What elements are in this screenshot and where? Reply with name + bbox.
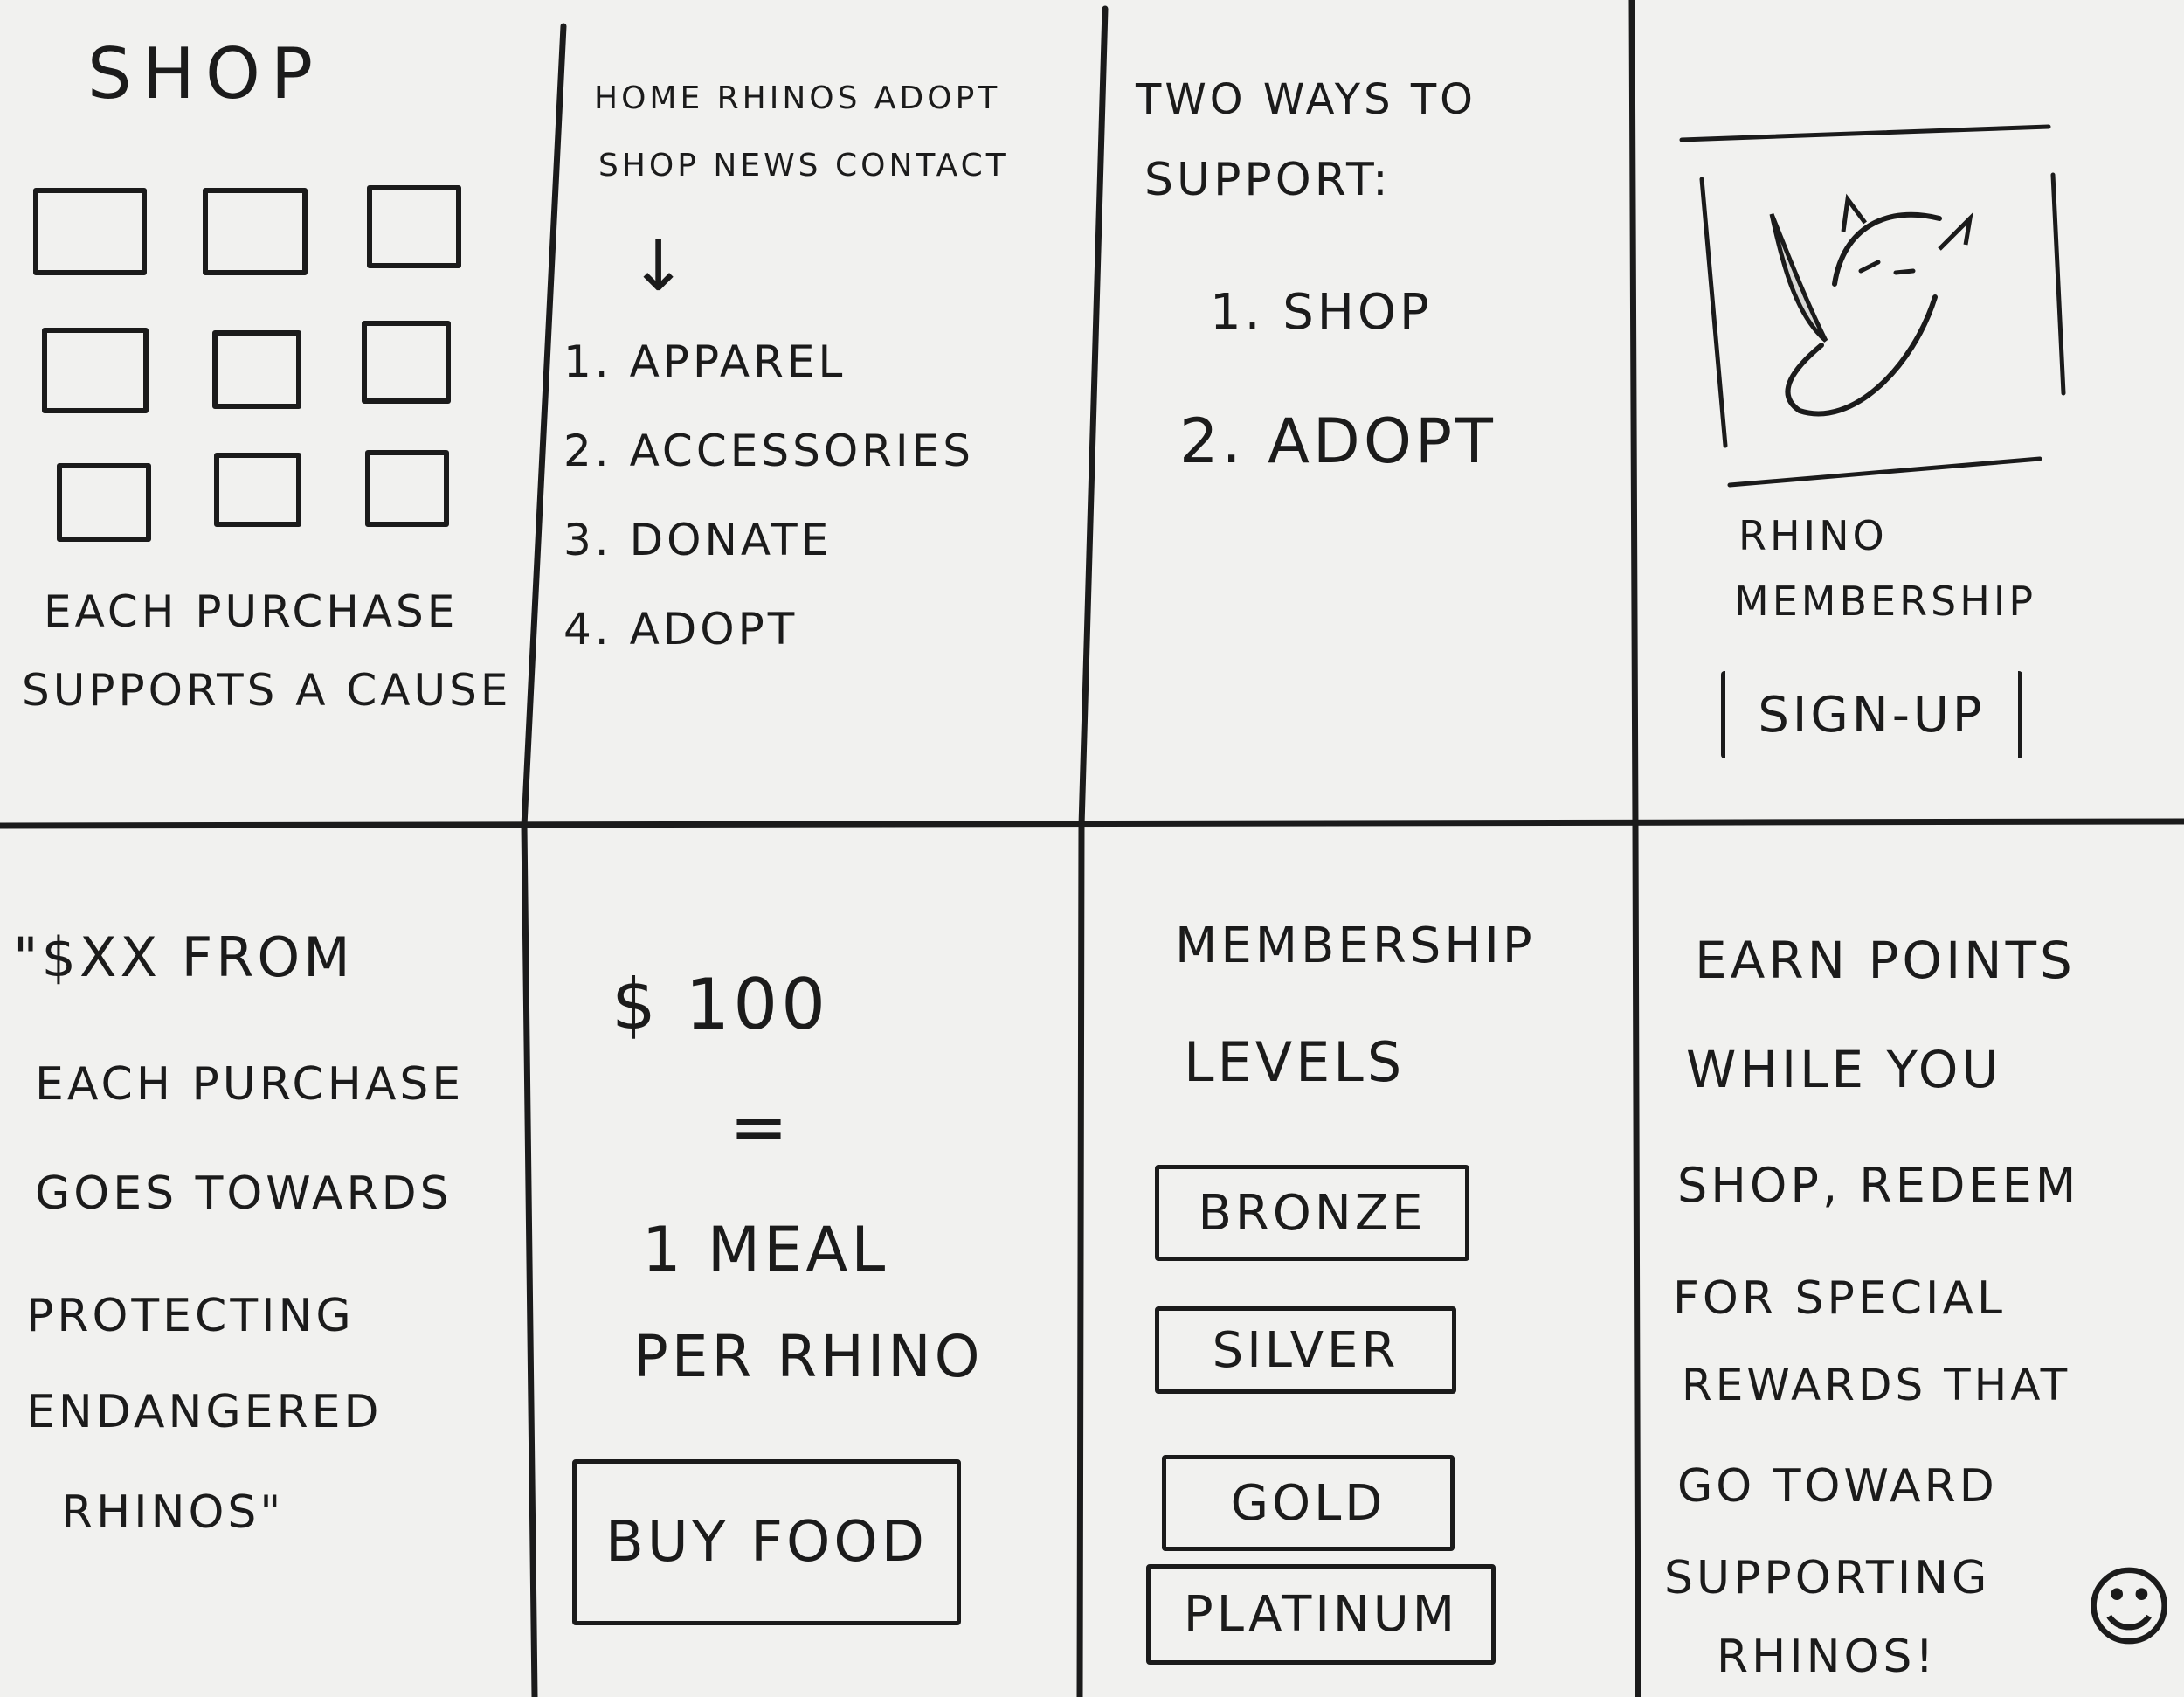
quote-line: PROTECTING: [26, 1290, 355, 1342]
points-line: REWARDS THAT: [1682, 1360, 2071, 1410]
quote-line: EACH PURCHASE: [35, 1058, 465, 1111]
level-bronze-button[interactable]: BRONZE: [1155, 1165, 1469, 1261]
points-line: EARN POINTS: [1695, 931, 2076, 990]
support-heading: SUPPORT:: [1144, 154, 1392, 206]
product-thumbnail[interactable]: [203, 188, 308, 275]
product-thumbnail[interactable]: [42, 328, 149, 413]
product-thumbnail[interactable]: [367, 185, 461, 268]
points-line: SUPPORTING: [1664, 1552, 1991, 1604]
level-silver-button[interactable]: SILVER: [1155, 1306, 1456, 1394]
category-item-accessories[interactable]: 2. ACCESSORIES: [563, 426, 974, 476]
product-thumbnail[interactable]: [212, 330, 301, 409]
shop-caption: SUPPORTS A CAUSE: [22, 665, 512, 716]
membership-label: RHINO: [1738, 512, 1888, 559]
nav-bar[interactable]: SHOP NEWS CONTACT: [598, 148, 1009, 184]
points-line: RHINOS!: [1717, 1631, 1938, 1683]
buy-food-button[interactable]: BUY FOOD: [572, 1459, 961, 1625]
food-amount: $ 100: [612, 964, 830, 1045]
product-thumbnail[interactable]: [214, 453, 301, 527]
levels-heading: LEVELS: [1184, 1030, 1406, 1094]
product-thumbnail[interactable]: [362, 321, 451, 404]
product-thumbnail[interactable]: [57, 463, 151, 542]
category-list: 1. APPAREL 2. ACCESSORIES 3. DONATE 4. A…: [563, 336, 974, 693]
quote-line: RHINOS": [61, 1486, 285, 1539]
membership-label: MEMBERSHIP: [1734, 578, 2037, 625]
points-line: SHOP, REDEEM: [1677, 1158, 2080, 1213]
food-meal-text: 1 MEAL: [642, 1214, 889, 1285]
points-line: GO TOWARD: [1677, 1460, 1998, 1513]
level-gold-button[interactable]: GOLD: [1162, 1455, 1455, 1551]
category-item-donate[interactable]: 3. DONATE: [563, 515, 833, 565]
product-thumbnail[interactable]: [365, 450, 449, 527]
support-heading: TWO WAYS TO: [1136, 75, 1476, 124]
quote-line: GOES TOWARDS: [35, 1167, 453, 1220]
category-item-adopt[interactable]: 4. ADOPT: [563, 604, 798, 655]
quote-line: ENDANGERED: [26, 1386, 383, 1438]
down-arrow-icon: ↓: [629, 225, 692, 307]
food-meal-text: PER RHINO: [633, 1323, 984, 1390]
levels-heading: MEMBERSHIP: [1175, 918, 1536, 974]
nav-bar[interactable]: HOME RHINOS ADOPT: [594, 80, 1001, 116]
points-line: WHILE YOU: [1686, 1040, 2002, 1099]
support-option-shop[interactable]: 1. SHOP: [1210, 284, 1433, 341]
smiley-icon: ☺: [2084, 1556, 2175, 1659]
shop-title: SHOP: [87, 33, 324, 114]
quote-line: "$XX FROM: [13, 925, 354, 989]
level-platinum-button[interactable]: PLATINUM: [1146, 1564, 1496, 1665]
category-item-apparel[interactable]: 1. APPAREL: [563, 336, 847, 387]
signup-button[interactable]: SIGN-UP: [1721, 671, 2022, 758]
support-option-adopt[interactable]: 2. ADOPT: [1179, 405, 1496, 477]
shop-caption: EACH PURCHASE: [44, 586, 459, 637]
product-thumbnail[interactable]: [33, 188, 147, 275]
points-line: FOR SPECIAL: [1673, 1272, 2006, 1325]
food-equals: =: [729, 1086, 792, 1167]
